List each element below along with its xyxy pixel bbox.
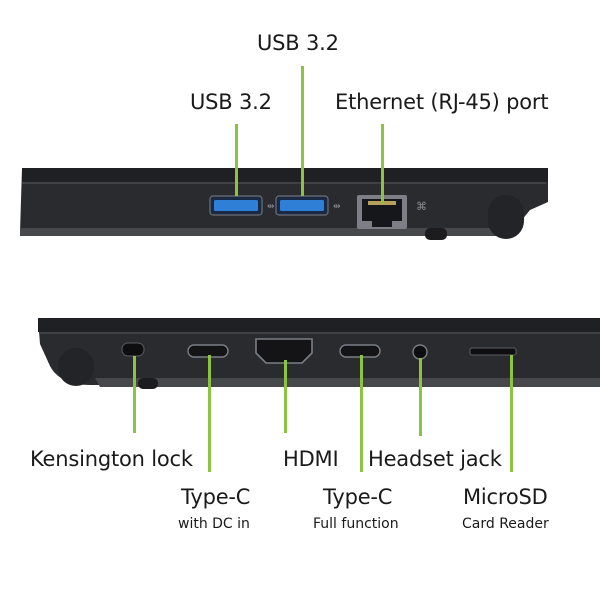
label-usb-1: USB 3.2 <box>190 90 272 114</box>
leader-usb-2 <box>301 66 304 196</box>
label-type-c-1: Type-C <box>181 485 251 509</box>
kensington-slot-graphic <box>121 342 145 357</box>
leader-type-c-2 <box>360 355 363 472</box>
leader-headset <box>419 358 422 436</box>
chassis-bottom <box>38 318 600 385</box>
label-usb-2: USB 3.2 <box>257 31 339 55</box>
leader-usb-1 <box>235 124 238 196</box>
network-symbol: ⌘ <box>416 200 427 213</box>
leader-kensington <box>133 356 136 433</box>
chassis-top-lid <box>22 168 548 182</box>
usb-symbol-1: ⇹ <box>267 202 275 212</box>
label-kensington: Kensington lock <box>30 447 193 471</box>
hinge-bottom <box>58 348 94 386</box>
chassis-bottom-shadow <box>95 378 600 387</box>
sublabel-type-c-2: Full function <box>313 516 399 532</box>
usb-a-port-2 <box>275 195 329 216</box>
leader-type-c-1 <box>208 355 211 472</box>
sublabel-type-c-1: with DC in <box>178 516 250 532</box>
foot-bottom <box>138 378 158 389</box>
label-hdmi: HDMI <box>283 447 339 471</box>
label-type-c-2: Type-C <box>323 485 393 509</box>
foot-top <box>425 228 447 240</box>
hinge-top <box>488 195 524 239</box>
sublabel-microsd: Card Reader <box>462 516 549 532</box>
leader-ethernet <box>381 124 384 204</box>
audio-jack-graphic <box>412 344 428 360</box>
leader-hdmi <box>284 360 287 433</box>
chassis-top-bottom-shadow <box>20 228 512 236</box>
leader-microsd <box>510 355 513 472</box>
chassis-bottom-lid <box>38 318 600 332</box>
label-microsd: MicroSD <box>463 485 548 509</box>
hdmi-port-graphic <box>255 338 313 364</box>
usb-a-port-1 <box>209 195 263 216</box>
label-headset: Headset jack <box>368 447 502 471</box>
label-ethernet: Ethernet (RJ-45) port <box>335 90 549 114</box>
usb-symbol-2: ⇹ <box>333 202 341 212</box>
microsd-slot-graphic <box>469 347 517 356</box>
